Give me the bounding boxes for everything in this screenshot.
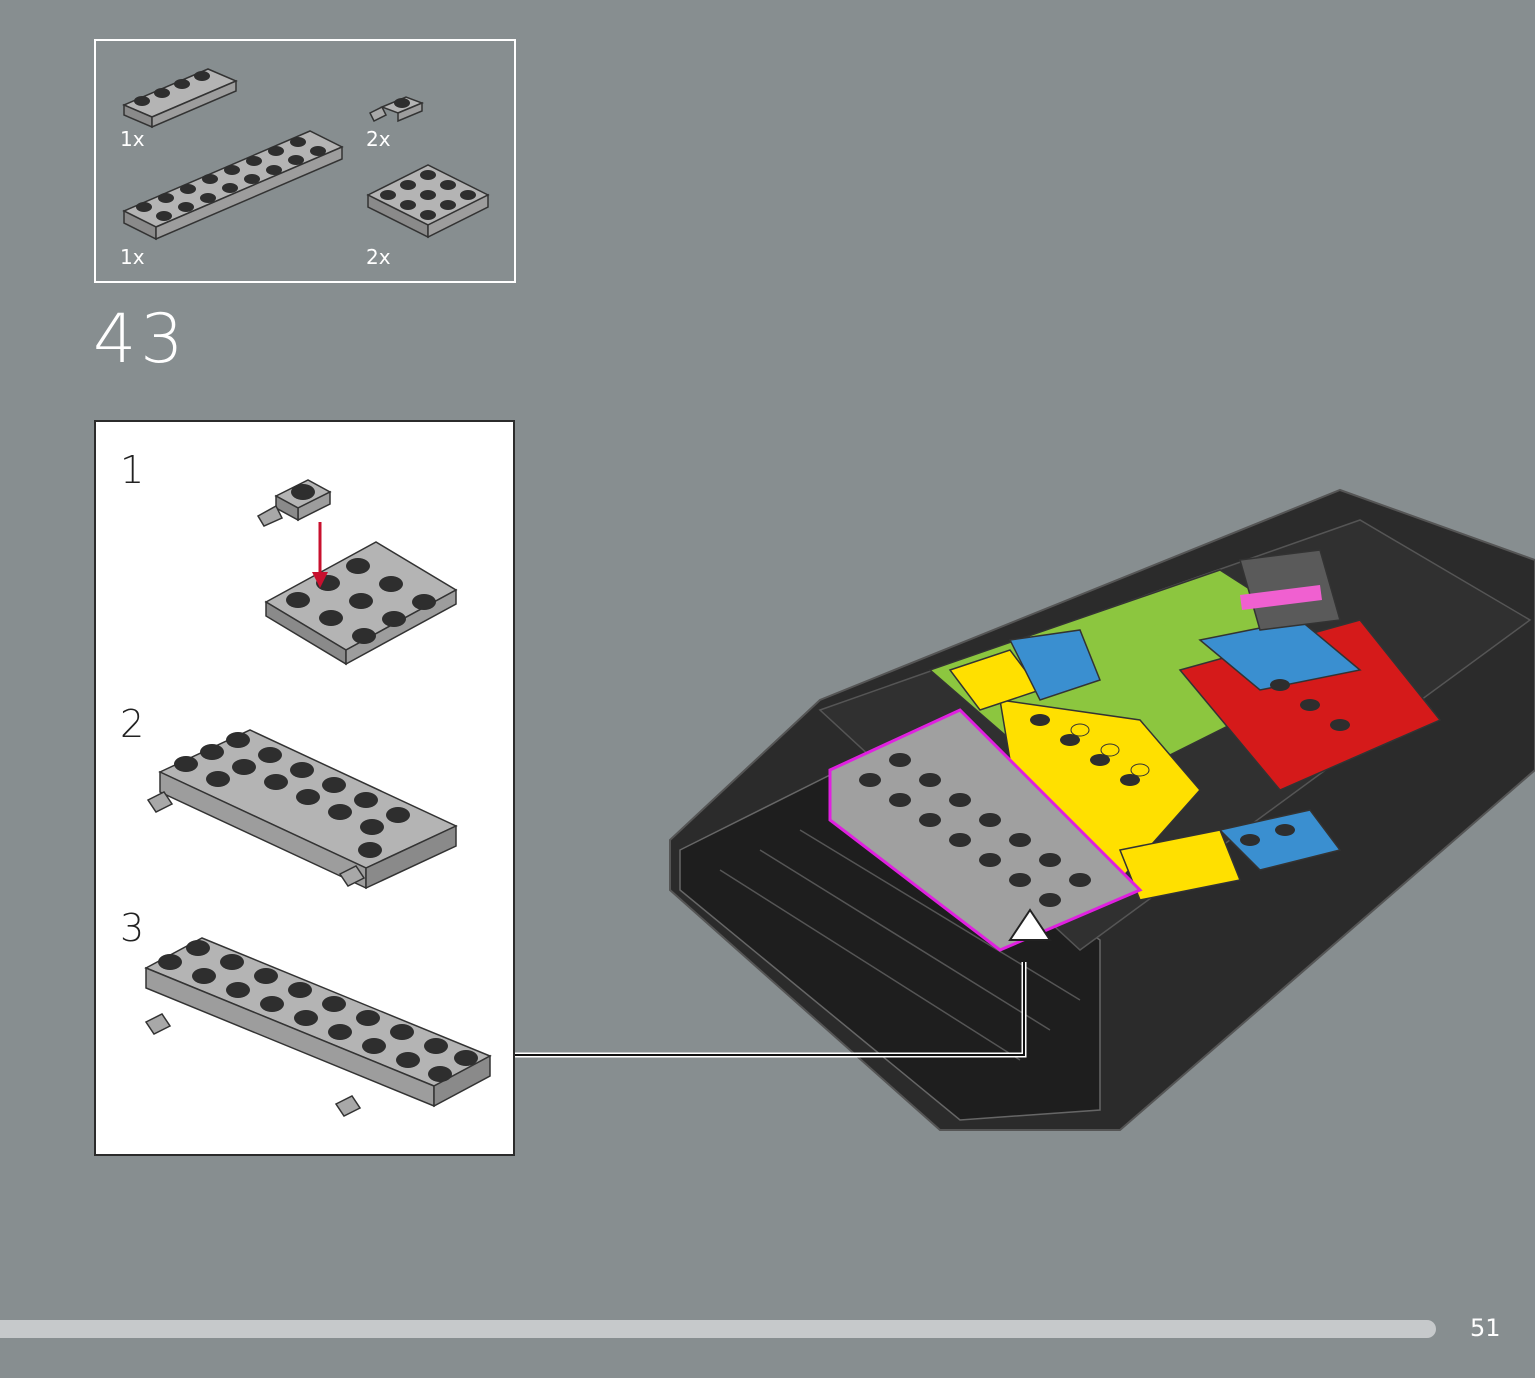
plate-2x3-icon xyxy=(366,164,490,239)
plate-1x4-icon xyxy=(122,68,238,129)
plate-1x1-clip-icon xyxy=(368,96,425,123)
part-qty-2: 2x xyxy=(366,127,391,151)
substep-2-number: 2 xyxy=(120,702,145,746)
subassembly-box: 1 2 3 xyxy=(94,420,515,1156)
part-qty-3: 1x xyxy=(120,245,145,269)
part-qty-4: 2x xyxy=(366,245,391,269)
plate-2x8-icon xyxy=(122,130,344,241)
main-model-illustration xyxy=(669,488,1535,1131)
substep-1-number: 1 xyxy=(120,448,145,492)
substep-3-number: 3 xyxy=(120,906,145,950)
parts-list-box: 1x 2x 1x 2x xyxy=(94,39,516,283)
substep-1-illustration xyxy=(256,479,458,666)
step-number: 43 xyxy=(93,300,188,379)
progress-bar xyxy=(0,1320,1436,1338)
part-qty-1: 1x xyxy=(120,127,145,151)
substep-2-illustration xyxy=(146,729,458,890)
page-number: 51 xyxy=(1470,1314,1501,1342)
substep-3-illustration xyxy=(144,937,492,1117)
